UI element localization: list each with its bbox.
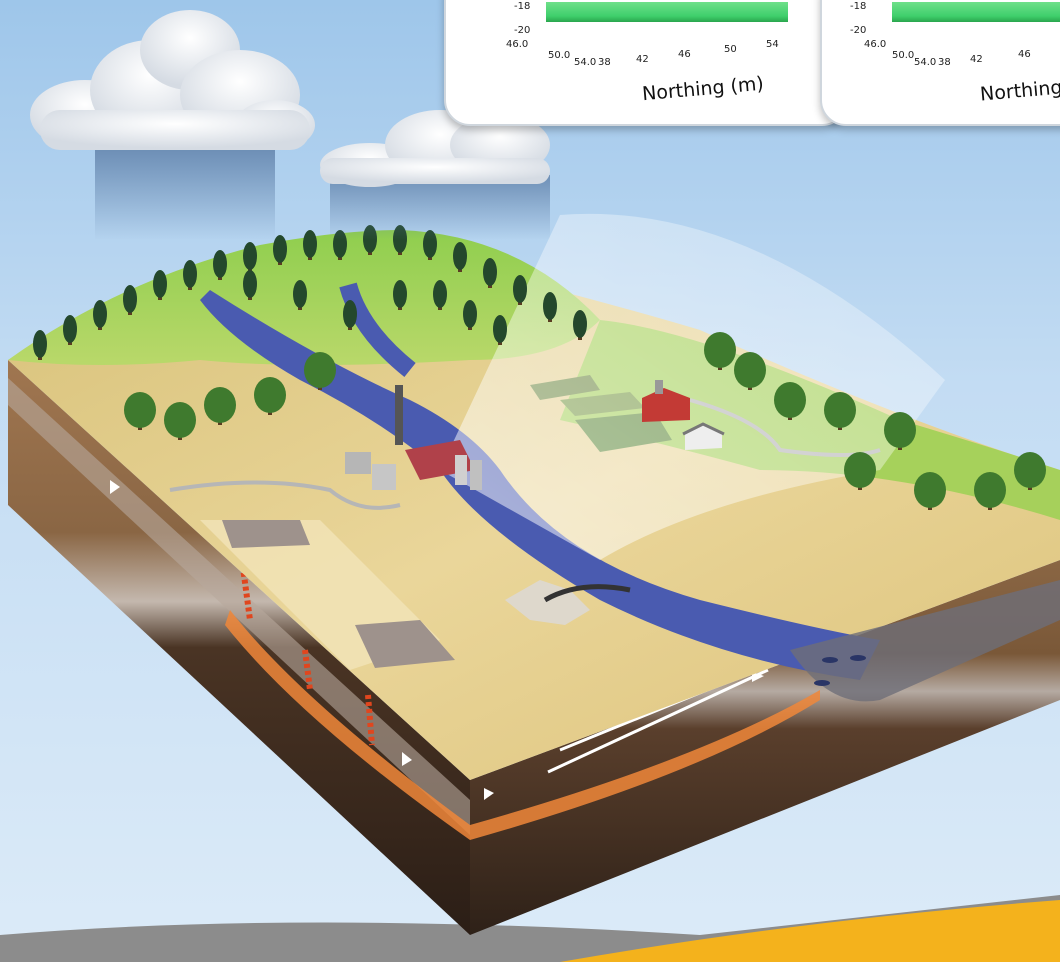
tree-icon — [343, 300, 357, 330]
tree-icon — [293, 280, 307, 310]
tree-icon — [1014, 452, 1046, 490]
x-tick: 54.0 — [914, 57, 937, 68]
x-tick: 42 — [636, 54, 649, 65]
tree-icon — [914, 472, 946, 510]
tree-icon — [153, 270, 167, 300]
tree-icon — [63, 315, 77, 345]
x-tick: 50.0 — [548, 50, 571, 61]
house-icon — [682, 422, 725, 450]
x-tick: 42 — [970, 54, 983, 65]
tree-icon — [453, 242, 467, 272]
tree-icon — [774, 382, 806, 420]
tree-icon — [183, 260, 197, 290]
tree-icon — [164, 402, 196, 440]
x-tick: 50.0 — [892, 50, 915, 61]
river — [200, 290, 880, 680]
x-tick: 46.0 — [506, 39, 529, 50]
x-tick: 38 — [598, 57, 611, 68]
tree-icon — [273, 235, 287, 265]
tree-icon — [123, 285, 137, 315]
x-tick: 46 — [1018, 49, 1031, 60]
tree-icon — [303, 230, 317, 260]
x-tick: 38 — [938, 57, 951, 68]
tree-icon — [463, 300, 477, 330]
debris-icon — [505, 580, 631, 625]
factory-icon — [345, 385, 482, 490]
bottom-banner — [0, 895, 1060, 962]
x-axis-label: Northing — [979, 76, 1060, 106]
tree-icon — [243, 270, 257, 300]
tree-icon — [734, 352, 766, 390]
x-tick: 46 — [678, 49, 691, 60]
tree-icon — [254, 377, 286, 415]
tree-icon — [824, 392, 856, 430]
tree-icon — [213, 250, 227, 280]
x-tick: 54 — [766, 39, 779, 50]
x-tick: 46.0 — [864, 39, 887, 50]
tree-icon — [93, 300, 107, 330]
tree-icon — [204, 387, 236, 425]
tree-icon — [704, 332, 736, 370]
y-tick: -18 — [850, 1, 867, 12]
plot-area — [546, 2, 788, 22]
plot-area — [892, 2, 1060, 22]
y-tick: -18 — [514, 1, 531, 12]
inset-plot-left: -18 -20 46.0 50.0 54.0 38 42 46 50 54 No… — [444, 0, 848, 126]
inset-plot-right: -18 -20 46.0 50.0 54.0 38 42 46 Northing — [820, 0, 1060, 126]
tree-icon — [433, 280, 447, 310]
highlight-beam — [440, 213, 945, 560]
x-tick: 54.0 — [574, 57, 597, 68]
tree-icon — [304, 352, 336, 390]
tree-icon — [884, 412, 916, 450]
x-tick: 50 — [724, 44, 737, 55]
tree-icon — [393, 280, 407, 310]
cloud-icon — [30, 10, 315, 150]
tree-icon — [493, 315, 507, 345]
tree-icon — [543, 292, 557, 322]
cloud-icon — [320, 110, 550, 187]
trees — [33, 225, 1046, 510]
tree-icon — [243, 242, 257, 272]
x-axis-label: Northing (m) — [641, 72, 765, 106]
fish-icon — [814, 655, 866, 686]
tree-icon — [513, 275, 527, 305]
tree-icon — [124, 392, 156, 430]
y-tick: -20 — [850, 25, 867, 36]
tree-icon — [483, 258, 497, 288]
tree-icon — [33, 330, 47, 360]
barn-icon — [642, 380, 690, 422]
tree-icon — [974, 472, 1006, 510]
rain-cloud-right — [320, 110, 550, 240]
river-cut — [790, 580, 1060, 702]
y-tick: -20 — [514, 25, 531, 36]
rain-cloud-left — [30, 10, 315, 240]
tree-icon — [844, 452, 876, 490]
tree-icon — [573, 310, 587, 340]
